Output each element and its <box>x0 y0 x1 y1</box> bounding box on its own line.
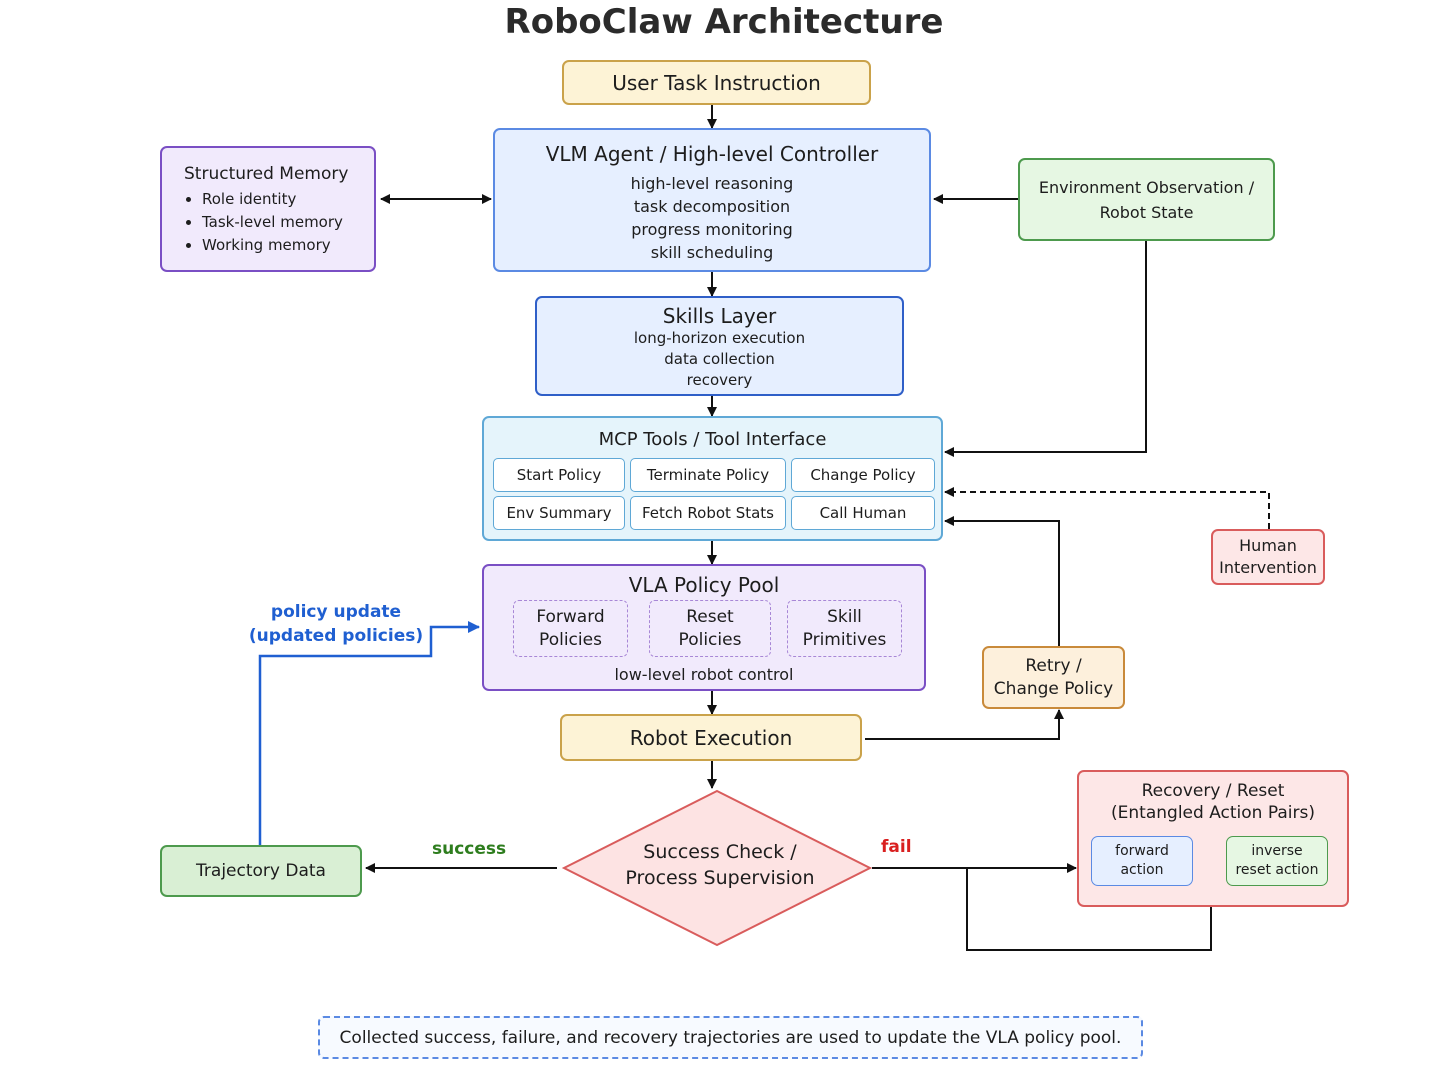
terminate-policy-button[interactable]: Terminate Policy <box>630 458 786 492</box>
arrow-policy-update <box>258 621 480 845</box>
recovery-loop-line <box>966 868 1212 951</box>
success-check-label: Success Check / Process Supervision <box>600 839 840 891</box>
success-label: success <box>432 839 507 859</box>
recovery-title: Recovery / Reset <box>1141 781 1285 801</box>
human-line: Human <box>1239 536 1297 555</box>
memory-item: Working memory <box>202 234 374 257</box>
vla-policy-pool-box: VLA Policy Pool low-level robot control <box>482 564 926 691</box>
environment-observation-box: Environment Observation / Robot State <box>1018 158 1275 241</box>
arrow-retry-to-mcp <box>944 516 1060 647</box>
arrow-human-to-mcp <box>944 487 1270 529</box>
human-intervention-box: Human Intervention <box>1211 529 1325 585</box>
vlm-agent-box: VLM Agent / High-level Controller high-l… <box>493 128 931 272</box>
forward-action-line: forward <box>1115 843 1169 859</box>
trajectory-data-box: Trajectory Data <box>160 845 362 897</box>
start-policy-button[interactable]: Start Policy <box>493 458 625 492</box>
structured-memory-box: Structured Memory Role identity Task-lev… <box>160 146 376 272</box>
policy-update-line: (updated policies) <box>248 626 424 646</box>
page-title: RoboClaw Architecture <box>504 2 944 42</box>
memory-item: Task-level memory <box>202 211 374 234</box>
memory-title: Structured Memory <box>184 164 349 184</box>
arrow-exec-to-retry <box>865 709 1064 740</box>
inverse-action-line: inverse <box>1251 843 1303 859</box>
vla-footer: low-level robot control <box>614 665 794 684</box>
fail-label: fail <box>881 837 912 857</box>
vla-title: VLA Policy Pool <box>628 573 780 597</box>
fetch-robot-stats-button[interactable]: Fetch Robot Stats <box>630 496 786 530</box>
pool-line: Forward <box>536 606 605 627</box>
skills-line: recovery <box>686 371 753 389</box>
check-line: Process Supervision <box>625 867 815 889</box>
call-human-button[interactable]: Call Human <box>791 496 935 530</box>
skills-line: data collection <box>664 350 775 368</box>
check-line: Success Check / <box>643 841 797 863</box>
pool-line: Primitives <box>802 629 887 650</box>
pool-line: Policies <box>678 629 742 650</box>
user-task-label: User Task Instruction <box>612 70 821 95</box>
env-summary-button[interactable]: Env Summary <box>493 496 625 530</box>
robot-execution-label: Robot Execution <box>629 725 793 750</box>
trajectory-label: Trajectory Data <box>196 861 326 881</box>
pool-line: Reset <box>686 606 734 627</box>
recovery-subtitle: (Entangled Action Pairs) <box>1111 803 1315 823</box>
retry-line: Change Policy <box>993 678 1114 699</box>
forward-action-line: action <box>1120 862 1164 878</box>
pool-line: Skill <box>827 606 862 627</box>
footer-note-text: Collected success, failure, and recovery… <box>339 1027 1122 1048</box>
memory-item: Role identity <box>202 188 374 211</box>
retry-change-policy-box: Retry / Change Policy <box>982 646 1125 709</box>
vlm-line: task decomposition <box>633 197 791 216</box>
skills-title: Skills Layer <box>662 304 777 328</box>
human-line: Intervention <box>1219 558 1317 577</box>
vlm-line: progress monitoring <box>631 220 793 239</box>
mcp-title: MCP Tools / Tool Interface <box>598 429 827 450</box>
change-policy-button[interactable]: Change Policy <box>791 458 935 492</box>
retry-line: Retry / <box>1025 655 1082 676</box>
user-task-box: User Task Instruction <box>562 60 871 105</box>
pool-line: Policies <box>539 629 602 650</box>
skills-layer-box: Skills Layer long-horizon execution data… <box>535 296 904 396</box>
skills-line: long-horizon execution <box>633 329 806 347</box>
vlm-line: high-level reasoning <box>630 174 794 193</box>
inverse-action-line: reset action <box>1235 862 1319 878</box>
arrow-env-to-mcp <box>944 240 1147 457</box>
vlm-line: skill scheduling <box>650 243 774 262</box>
success-check-diamond <box>561 789 873 947</box>
inverse-action-box: inverse reset action <box>1226 836 1328 886</box>
policy-update-line: policy update <box>270 602 402 622</box>
policy-update-label: policy update (updated policies) <box>246 600 426 648</box>
robot-execution-box: Robot Execution <box>560 714 862 761</box>
env-line: Environment Observation / <box>1038 177 1255 197</box>
env-line: Robot State <box>1099 202 1194 222</box>
forward-action-box: forward action <box>1091 836 1193 886</box>
footer-note: Collected success, failure, and recovery… <box>318 1016 1143 1059</box>
vlm-agent-title: VLM Agent / High-level Controller <box>545 142 879 166</box>
